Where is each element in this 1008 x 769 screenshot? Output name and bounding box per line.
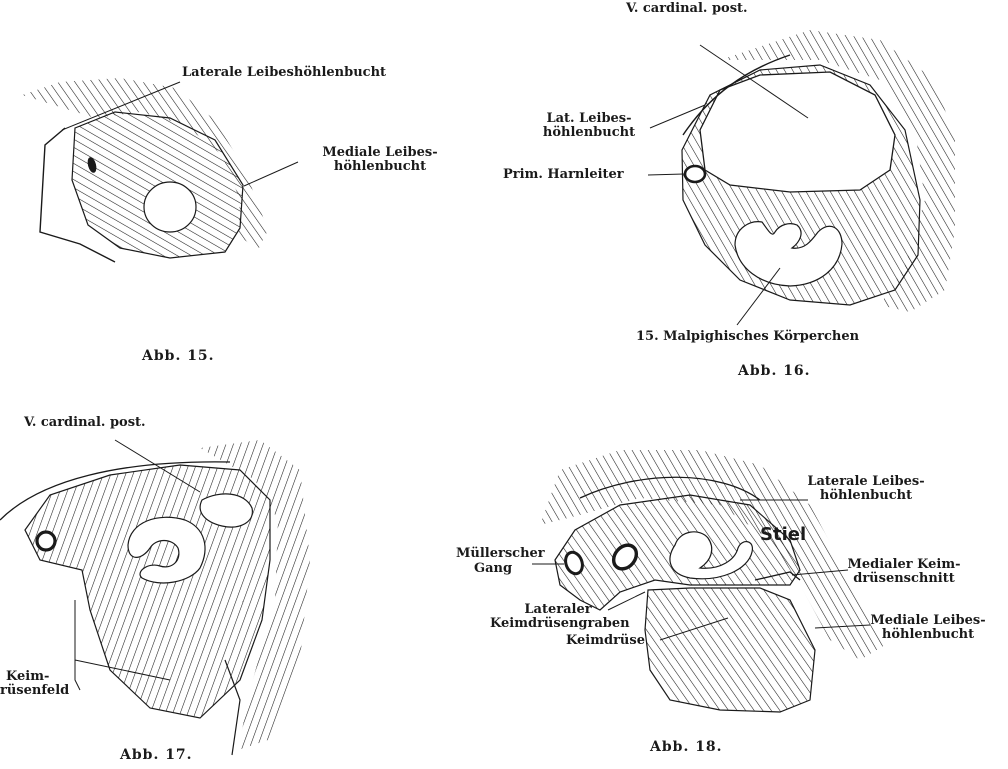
fig17-duct bbox=[37, 532, 55, 550]
fig18-label-laterale-1: Laterale Leibes- bbox=[796, 475, 936, 489]
fig15-label-mediale-2: höhlenbucht bbox=[300, 160, 460, 174]
fig18-label-mediale-1: Mediale Leibes- bbox=[860, 614, 996, 628]
fig16-label-lat-1: Lat. Leibes- bbox=[520, 112, 658, 126]
fig16-drawing bbox=[648, 30, 955, 325]
fig15-lumen bbox=[144, 182, 196, 232]
fig17-label-keim-2: rüsenfeld bbox=[0, 684, 69, 698]
fig18-label-mueller-1: Müllerscher bbox=[456, 547, 545, 561]
fig16-caption: Abb. 16. bbox=[738, 364, 811, 378]
fig15-label-mediale-1: Mediale Leibes- bbox=[300, 146, 460, 160]
fig18-label-medialer-1: Medialer Keim- bbox=[836, 558, 972, 572]
fig15-label-laterale: Laterale Leibeshöhlenbucht bbox=[182, 66, 386, 80]
fig18-label-keimdruese: Keimdrüse bbox=[566, 634, 645, 648]
fig15-leader-mediale bbox=[244, 162, 298, 186]
fig16-prim-harnleiter bbox=[685, 166, 705, 182]
fig18-label-lateraler-2: Keimdrüsengraben bbox=[490, 617, 626, 631]
fig18-label-lateraler-1: Lateraler bbox=[490, 603, 626, 617]
fig18-label-stiel: Stiel bbox=[760, 528, 806, 542]
fig18-keimdruese bbox=[645, 588, 815, 712]
fig16-label-lat-2: höhlenbucht bbox=[520, 126, 658, 140]
fig16-label-vcardinal: V. cardinal. post. bbox=[626, 2, 748, 16]
fig15-drawing bbox=[22, 78, 298, 262]
fig18-label-mediale-2: höhlenbucht bbox=[860, 628, 996, 642]
fig16-vein bbox=[700, 72, 895, 192]
fig18-caption: Abb. 18. bbox=[650, 740, 723, 754]
fig16-leader-prim bbox=[648, 174, 684, 175]
fig17-label-vcardinal: V. cardinal. post. bbox=[24, 416, 146, 430]
fig18-label-mueller-2: Gang bbox=[474, 562, 512, 576]
fig16-label-malpighi: 15. Malpighisches Körperchen bbox=[636, 330, 859, 344]
fig17-drawing bbox=[0, 440, 310, 755]
fig18-label-medialer-2: drüsenschnitt bbox=[836, 572, 972, 586]
fig18-label-laterale-2: höhlenbucht bbox=[796, 489, 936, 503]
fig17-caption: Abb. 17. bbox=[120, 748, 193, 762]
fig17-label-keim-1: Keim- bbox=[6, 670, 49, 684]
fig16-label-prim: Prim. Harnleiter bbox=[503, 168, 624, 182]
fig15-caption: Abb. 15. bbox=[142, 349, 215, 363]
